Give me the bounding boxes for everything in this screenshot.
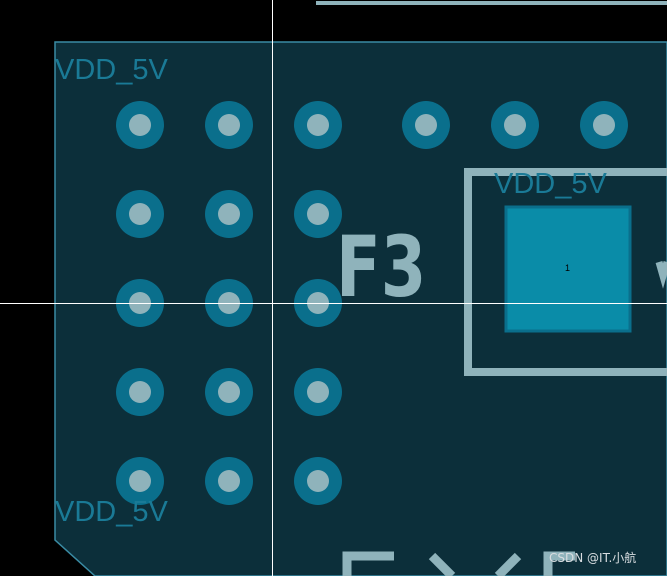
via[interactable]: [491, 101, 539, 149]
component-net-label: VDD_5V: [494, 168, 607, 200]
via[interactable]: [205, 190, 253, 238]
via-drill-hole: [307, 381, 329, 403]
via[interactable]: [580, 101, 628, 149]
via-drill-hole: [307, 114, 329, 136]
via-drill-hole: [218, 114, 240, 136]
via[interactable]: [205, 368, 253, 416]
via[interactable]: [116, 368, 164, 416]
via-drill-hole: [218, 470, 240, 492]
via-drill-hole: [218, 203, 240, 225]
component-silkscreen-outline: [464, 168, 667, 376]
via-drill-hole: [415, 114, 437, 136]
smd-pad[interactable]: [504, 205, 632, 333]
via[interactable]: [116, 457, 164, 505]
crosshair-horizontal-line: [0, 303, 667, 304]
via[interactable]: [294, 368, 342, 416]
via[interactable]: [294, 190, 342, 238]
silkscreen-fragment: [655, 261, 667, 289]
via-drill-hole: [307, 203, 329, 225]
pad-number-label: 1: [565, 263, 571, 273]
via[interactable]: [116, 190, 164, 238]
via-drill-hole: [129, 470, 151, 492]
via-drill-hole: [307, 470, 329, 492]
via[interactable]: [294, 101, 342, 149]
bottom-silkscreen-text-fragment: [342, 551, 575, 576]
via[interactable]: [294, 457, 342, 505]
via[interactable]: [205, 457, 253, 505]
via-drill-hole: [218, 381, 240, 403]
via-drill-hole: [504, 114, 526, 136]
via-drill-hole: [593, 114, 615, 136]
watermark-text: CSDN @IT.小航: [549, 551, 637, 565]
via-group: [116, 101, 628, 505]
crosshair-vertical-line: [272, 0, 273, 576]
via-drill-hole: [129, 381, 151, 403]
via[interactable]: [205, 101, 253, 149]
net-label-bottom: VDD_5V: [55, 496, 168, 528]
via[interactable]: [116, 101, 164, 149]
via-drill-hole: [129, 114, 151, 136]
component-designator[interactable]: F3: [336, 218, 427, 316]
via[interactable]: [402, 101, 450, 149]
net-label-top: VDD_5V: [55, 54, 168, 86]
via-drill-hole: [129, 203, 151, 225]
